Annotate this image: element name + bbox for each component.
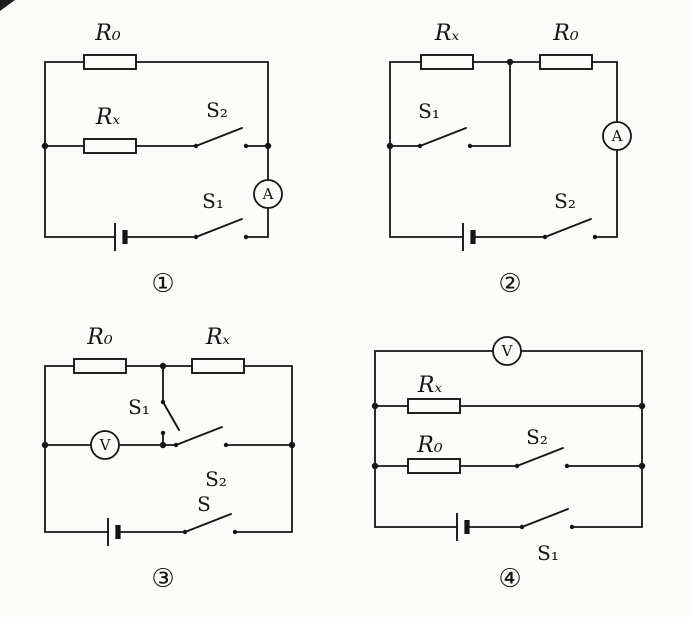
switch-contact xyxy=(467,143,473,149)
junction-dot xyxy=(159,441,167,449)
voltmeter-circle xyxy=(492,336,522,366)
voltmeter: V xyxy=(90,430,120,460)
circuit-2-number: ② xyxy=(498,269,521,299)
resistor-r0 xyxy=(73,358,127,374)
battery xyxy=(114,223,128,251)
label-s: S xyxy=(197,492,211,516)
voltmeter-letter: V xyxy=(501,342,514,360)
circuit-2: A Rₓ R₀ S₁ S₂ ② xyxy=(386,21,632,299)
switch-blade xyxy=(195,127,243,147)
circuit-3: V R₀ Rₓ S₁ S₂ S ③ xyxy=(41,325,296,594)
junction-dot xyxy=(41,142,49,150)
junction-dot xyxy=(288,441,296,449)
junction-dot xyxy=(638,402,646,410)
switch-s2 xyxy=(514,447,570,469)
label-s1: S₁ xyxy=(418,99,440,123)
label-rx: Rₓ xyxy=(417,373,443,398)
label-s2: S₂ xyxy=(554,189,576,213)
switch-contact xyxy=(160,430,166,436)
circuit-1: A R₀ Rₓ S₂ S₁ ① xyxy=(41,21,283,299)
ammeter: A xyxy=(602,121,632,151)
label-r0: R₀ xyxy=(86,325,113,350)
switch-contact xyxy=(564,463,570,469)
junction-dot xyxy=(371,402,379,410)
junction-dot xyxy=(506,58,514,66)
resistor-rx xyxy=(407,398,461,414)
label-s2: S₂ xyxy=(205,467,227,491)
voltmeter: V xyxy=(492,336,522,366)
switch-blade xyxy=(521,508,569,528)
junction-dot xyxy=(159,362,167,370)
switch-contact xyxy=(569,524,575,530)
circuit-4-number: ④ xyxy=(498,564,521,594)
switch-s2 xyxy=(173,426,229,448)
label-r0: R₀ xyxy=(94,21,121,46)
switch-s2 xyxy=(193,127,249,149)
junction-dot xyxy=(371,462,379,470)
label-s2: S₂ xyxy=(206,98,228,122)
circuit-3-number: ③ xyxy=(151,564,174,594)
ammeter: A xyxy=(253,179,283,209)
switch-blade xyxy=(175,426,223,446)
switch-blade xyxy=(162,401,180,431)
ammeter-circle xyxy=(602,121,632,151)
circuit-4: V Rₓ R₀ S₂ S₁ ④ xyxy=(371,336,646,594)
label-rx: Rₓ xyxy=(205,325,231,350)
switch-contact xyxy=(243,234,249,240)
ammeter-circle xyxy=(253,179,283,209)
circuit-1-number: ① xyxy=(151,269,174,299)
voltmeter-letter: V xyxy=(99,436,112,454)
scan-corner-artifact xyxy=(0,0,15,11)
switch-contact xyxy=(223,442,229,448)
ammeter-letter: A xyxy=(262,185,274,203)
label-rx: Rₓ xyxy=(434,21,460,46)
battery xyxy=(462,223,476,251)
circuit-2-wires xyxy=(389,61,618,238)
resistor-r0 xyxy=(539,54,593,70)
resistor-rx xyxy=(191,358,245,374)
battery xyxy=(107,518,121,546)
resistor-r0 xyxy=(407,458,461,474)
label-s2: S₂ xyxy=(526,425,548,449)
switch-blade xyxy=(419,127,467,147)
switch-blade xyxy=(544,218,592,238)
voltmeter-circle xyxy=(90,430,120,460)
switch-blade xyxy=(516,447,564,467)
switch-s1 xyxy=(160,399,180,436)
label-r0: R₀ xyxy=(416,433,443,458)
label-s1: S₁ xyxy=(128,395,150,419)
switch-contact xyxy=(232,529,238,535)
resistor-rx xyxy=(420,54,474,70)
switch-s1 xyxy=(193,218,249,240)
switch-s2 xyxy=(542,218,598,240)
switch-blade xyxy=(184,513,232,533)
label-rx: Rₓ xyxy=(95,105,121,130)
switch-contact xyxy=(592,234,598,240)
switch-s1 xyxy=(417,127,473,149)
junction-dot xyxy=(41,441,49,449)
junction-dot xyxy=(264,142,272,150)
switch-s xyxy=(182,513,238,535)
label-s1: S₁ xyxy=(202,189,224,213)
junction-dot xyxy=(386,142,394,150)
battery xyxy=(456,513,470,541)
switch-contact xyxy=(243,143,249,149)
switch-s1 xyxy=(519,508,575,530)
label-s1: S₁ xyxy=(537,541,559,565)
ammeter-letter: A xyxy=(611,127,623,145)
junction-dot xyxy=(638,462,646,470)
switch-blade xyxy=(195,218,243,238)
resistor-r0 xyxy=(83,54,137,70)
resistor-rx xyxy=(83,138,137,154)
label-r0: R₀ xyxy=(552,21,579,46)
circuit-3-wires xyxy=(44,365,293,533)
